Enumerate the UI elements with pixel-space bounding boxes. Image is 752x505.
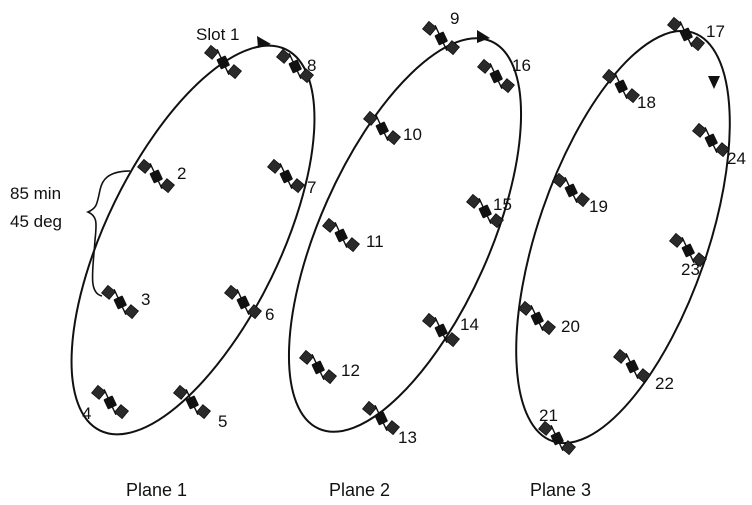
satellite-label: 13 bbox=[398, 428, 417, 447]
satellite-label: 8 bbox=[307, 56, 316, 75]
satellite-label: 21 bbox=[539, 406, 558, 425]
satellite-label: 16 bbox=[512, 56, 531, 75]
satellite-label: 19 bbox=[589, 197, 608, 216]
spacing-brace-icon bbox=[86, 170, 131, 297]
satellite-label: 14 bbox=[460, 315, 479, 334]
direction-arrow-icon bbox=[708, 76, 720, 89]
satellite-icon bbox=[610, 341, 654, 391]
satellite-label: 18 bbox=[637, 93, 656, 112]
plane-1-label: Plane 1 bbox=[126, 480, 187, 500]
satellite-icon bbox=[88, 377, 132, 427]
satellite-icon bbox=[264, 151, 308, 201]
satellite-icon bbox=[134, 151, 178, 201]
satellite-icon bbox=[98, 277, 142, 327]
satellite-icon bbox=[359, 393, 403, 443]
satellite-label: 22 bbox=[655, 374, 674, 393]
satellite-icon bbox=[599, 61, 643, 111]
plane-2-label: Plane 2 bbox=[329, 480, 390, 500]
satellite-label: 2 bbox=[177, 164, 186, 183]
satellite-icon bbox=[170, 377, 214, 427]
spacing-angle-label: 45 deg bbox=[10, 212, 62, 231]
orbit-path-plane-1 bbox=[70, 44, 316, 436]
satellite-label: Slot 1 bbox=[196, 25, 239, 44]
satellite-label: 20 bbox=[561, 317, 580, 336]
satellite-icon bbox=[664, 9, 708, 59]
satellite-label: 3 bbox=[141, 290, 150, 309]
satellite-label: 9 bbox=[450, 9, 459, 28]
satellite-label: 10 bbox=[403, 125, 422, 144]
satellite-icon bbox=[319, 210, 363, 260]
orbital-plane-2: 9 10 11 12 13 14 15 16 bbox=[287, 9, 531, 447]
satellite-label: 17 bbox=[706, 22, 725, 41]
orbit-path-plane-3 bbox=[515, 29, 731, 445]
satellite-icon bbox=[689, 115, 733, 165]
orbit-path-plane-2 bbox=[287, 37, 523, 433]
satellite-label: 5 bbox=[218, 412, 227, 431]
satellite-icon bbox=[296, 342, 340, 392]
satellite-icon bbox=[221, 277, 265, 327]
satellite-label: 11 bbox=[366, 232, 384, 251]
spacing-annotation: 85 min 45 deg bbox=[10, 170, 131, 297]
satellite-label: 6 bbox=[265, 305, 274, 324]
satellite-icon bbox=[515, 293, 559, 343]
satellite-label: 24 bbox=[727, 149, 746, 168]
satellite-label: 12 bbox=[341, 361, 360, 380]
orbital-plane-1: Slot 1 2 3 4 5 6 7 8 bbox=[70, 25, 316, 436]
satellite-label: 7 bbox=[307, 178, 316, 197]
orbital-plane-3: 17 18 19 20 21 22 23 24 bbox=[515, 9, 746, 463]
satellite-icon bbox=[201, 37, 245, 87]
satellite-label: 23 bbox=[681, 260, 700, 279]
satellite-label: 4 bbox=[82, 404, 91, 423]
direction-arrow-icon bbox=[477, 30, 490, 43]
spacing-time-label: 85 min bbox=[10, 184, 61, 203]
direction-arrow-icon bbox=[257, 36, 271, 48]
satellite-label: 15 bbox=[493, 195, 512, 214]
plane-3-label: Plane 3 bbox=[530, 480, 591, 500]
